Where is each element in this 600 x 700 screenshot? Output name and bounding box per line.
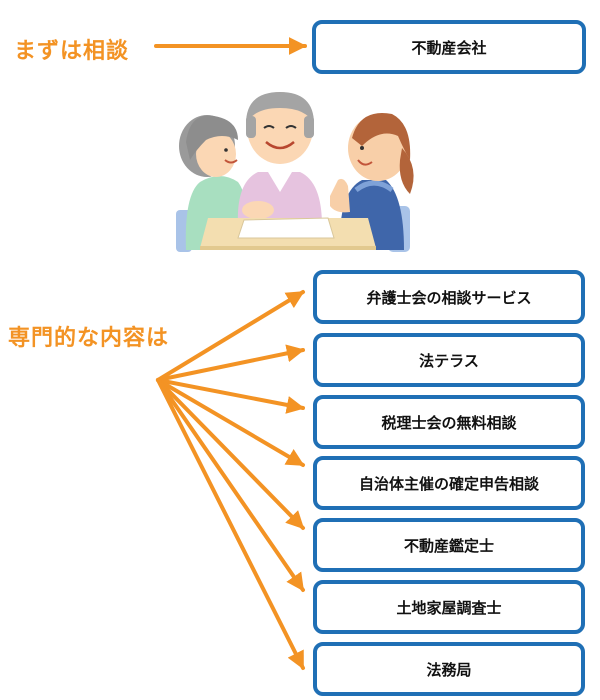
arrow-to-appraiser bbox=[156, 378, 305, 530]
arrow-to-municipal-tax bbox=[156, 378, 305, 467]
arrow-to-legal-bureau bbox=[156, 378, 305, 670]
tax-accountant-consultation-box: 税理士会の無料相談 bbox=[313, 395, 585, 449]
houterasu-box: 法テラス bbox=[313, 333, 585, 387]
specialist-label: 専門的な内容は bbox=[8, 326, 170, 351]
legal-affairs-bureau-box: 法務局 bbox=[313, 642, 585, 696]
land-house-surveyor-box: 土地家屋調査士 bbox=[313, 580, 585, 634]
elderly-man-figure bbox=[237, 92, 322, 226]
bar-association-consultation-box: 弁護士会の相談サービス bbox=[313, 270, 585, 324]
arrow-to-bar-association bbox=[156, 290, 305, 382]
first-step-label: まずは相談 bbox=[14, 39, 130, 64]
real-estate-appraiser-box: 不動産鑑定士 bbox=[313, 518, 585, 572]
arrow-to-surveyor bbox=[156, 378, 305, 592]
arrow-to-tax-accountant bbox=[156, 378, 305, 414]
municipal-tax-return-consultation-box: 自治体主催の確定申告相談 bbox=[313, 456, 585, 510]
consultation-table bbox=[200, 217, 376, 250]
arrow-to-houterasu bbox=[156, 344, 305, 382]
real-estate-company-box: 不動産会社 bbox=[312, 20, 586, 74]
